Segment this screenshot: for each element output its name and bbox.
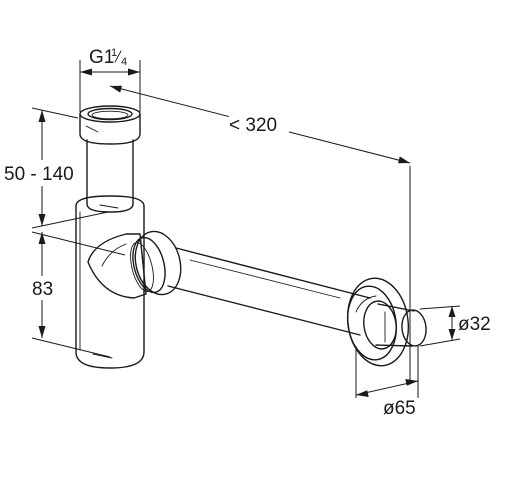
standpipe [86,139,134,213]
wall-spigot [375,303,427,347]
thread-size-main: G1 [89,47,114,68]
adjustable-height-label: 50 - 140 [4,164,74,185]
dimension-lines [38,68,456,397]
height-range-label-mask [2,160,86,186]
pipe-diameter-label: ø32 [458,314,491,335]
length-label-mask [226,105,292,143]
trap-height-label: 83 [32,279,53,300]
length-label: < 320 [229,115,277,136]
extension-lines [31,60,461,398]
trap-body [75,195,145,369]
fraction-slash [114,50,122,63]
thread-size-denominator: 4 [121,56,127,68]
dimension-labels: G1 1 4 < 320 50 - 140 83 ø32 ø65 [2,47,491,419]
rosette-diameter-label: ø65 [383,398,416,419]
wall-rosette [346,277,410,367]
trap-height-label-mask [30,276,56,300]
thread-size-label: G1 1 4 [89,47,127,68]
outlet-union [87,230,182,299]
top-nut [79,105,141,145]
thread-size-numerator: 1 [111,47,117,59]
horizontal-pipe [167,247,371,336]
